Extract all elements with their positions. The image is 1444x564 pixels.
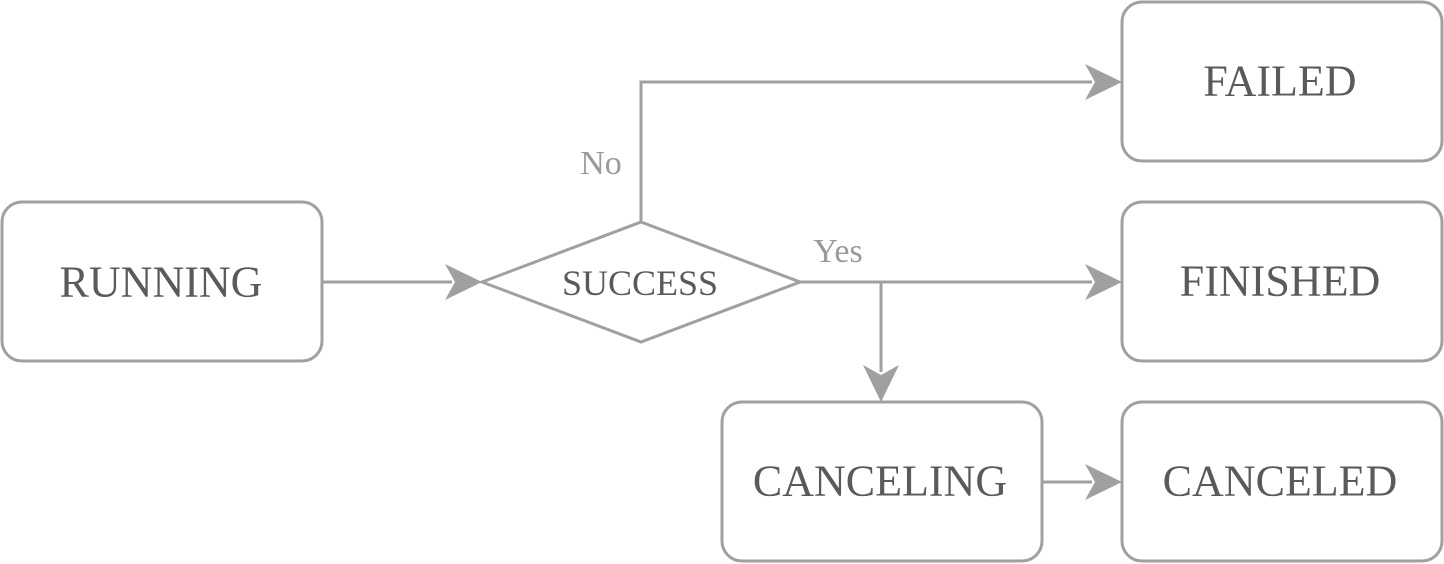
node-canceling-box <box>720 400 1044 563</box>
arrowhead-failed-icon <box>1085 64 1122 100</box>
edge-success-to-failed <box>639 80 1092 222</box>
node-failed-label: FAILED <box>1203 57 1356 106</box>
node-canceled: CANCELED <box>1120 400 1444 563</box>
node-success-label: SUCCESS <box>562 263 718 303</box>
node-finished-box <box>1120 200 1444 363</box>
arrowhead-canceled-icon <box>1085 464 1122 500</box>
node-canceling: CANCELING <box>720 400 1044 563</box>
node-failed: FAILED <box>1120 0 1444 163</box>
node-running: RUNNING <box>0 200 324 363</box>
edge-label-no: No <box>580 145 622 182</box>
edge-label-yes: Yes <box>813 233 862 270</box>
arrowhead-finished-icon <box>1085 264 1122 300</box>
node-canceled-box <box>1120 400 1444 563</box>
edges <box>322 64 1122 500</box>
node-finished-label: FINISHED <box>1180 257 1380 306</box>
node-finished: FINISHED <box>1120 200 1444 363</box>
node-canceled-label: CANCELED <box>1163 457 1398 506</box>
node-failed-box <box>1120 0 1444 163</box>
node-success-diamond <box>477 220 805 344</box>
arrowhead-success-icon <box>445 264 482 300</box>
node-canceling-label: CANCELING <box>753 457 1007 506</box>
node-success: SUCCESS <box>477 220 805 344</box>
node-running-label: RUNNING <box>60 258 263 307</box>
node-running-box <box>0 200 324 363</box>
arrowhead-canceling-icon <box>863 365 899 402</box>
